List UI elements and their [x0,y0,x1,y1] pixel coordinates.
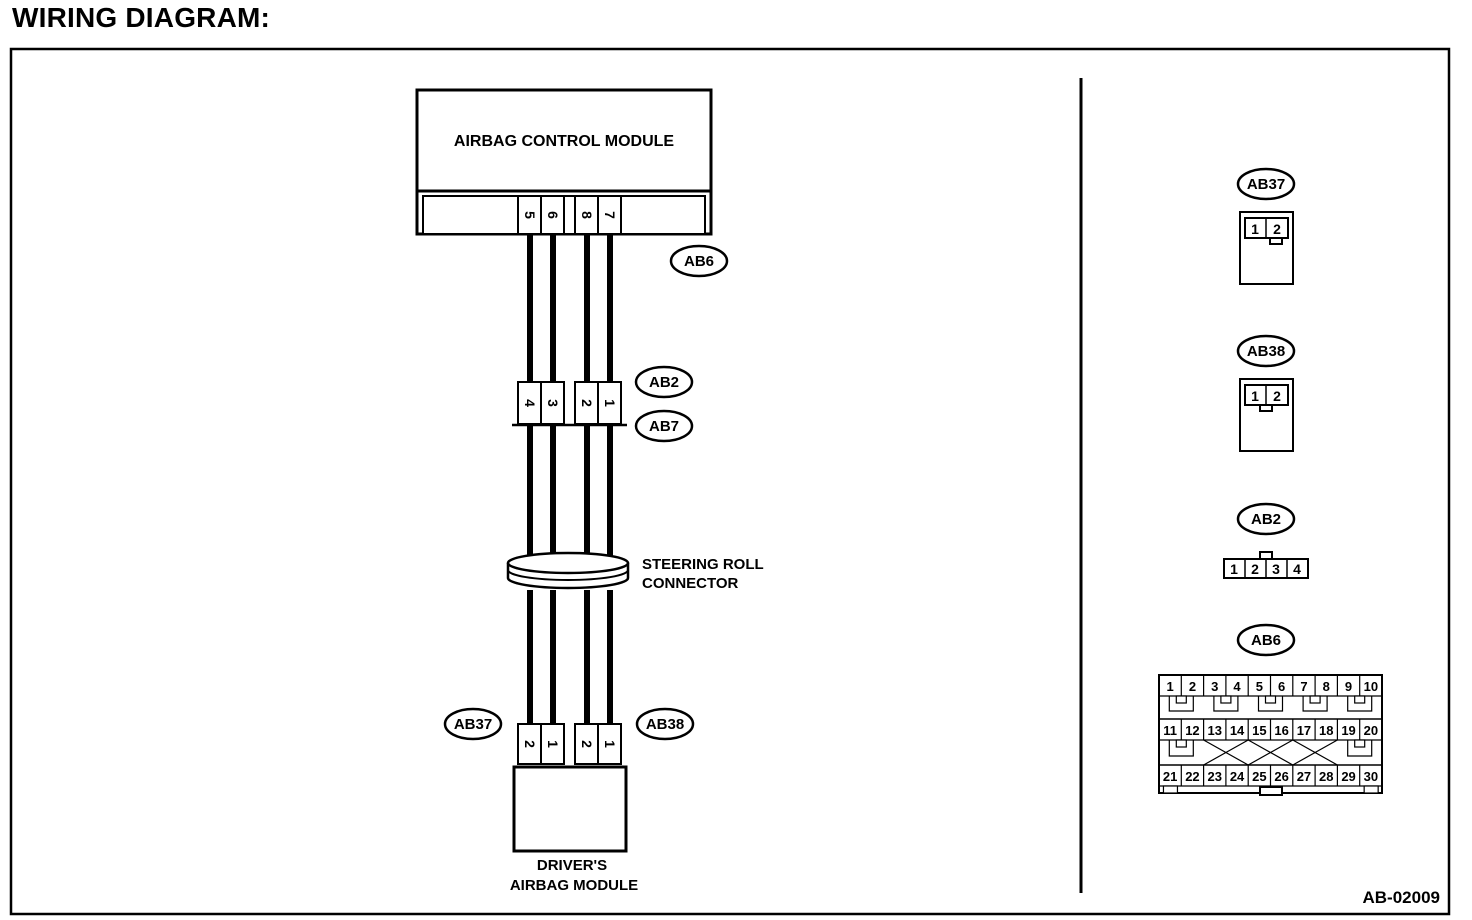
ab6-view-pin: 20 [1364,723,1378,738]
ab6-pin-label: 7 [602,211,618,219]
ab2-connector-view: 1 2 3 4 [1223,551,1309,579]
ab6-pin-label: 8 [579,211,595,219]
ab2-view-label: AB2 [1251,511,1281,528]
page-title: WIRING DIAGRAM: [12,2,271,33]
ab6-view-pin: 21 [1163,769,1177,784]
ab2-view-tag [1236,502,1296,536]
steering-roll-label-line2: CONNECTOR [642,575,739,592]
ab6-view-pin: 26 [1274,769,1288,784]
ab38-tag [635,707,695,741]
ab6-view-pin: 12 [1185,723,1199,738]
diagram-frame [9,47,1451,916]
ab38-tag-label: AB38 [646,716,684,733]
ab6-view-pin: 1 [1167,679,1174,694]
ab38-pin-label: 1 [602,740,618,748]
ab37-tag-label: AB37 [454,716,492,733]
ab6-view-tag [1236,623,1296,657]
ab7-tag [634,409,694,443]
steering-roll-label-line1: STEERING ROLL [642,556,764,573]
ab37-pin-label: 2 [522,740,538,748]
ab6-view-pin: 23 [1208,769,1222,784]
ab6-pin-label: 5 [522,211,538,219]
ab38-view-label: AB38 [1247,343,1285,360]
ab2-ab7-connector: 4 3 2 1 [512,381,627,427]
ab6-view-pin: 16 [1274,723,1288,738]
ab7-tag-label: AB7 [649,418,679,435]
ab6-pin-label: 6 [545,211,561,219]
ab6-view-pin: 29 [1341,769,1355,784]
ab6-pin-group: 5 6 8 7 [517,195,622,235]
ab6-tag [669,244,729,278]
ab37-connector-view: 1 2 [1239,211,1294,285]
control-module-label: AIRBAG CONTROL MODULE [454,133,674,150]
ab6-view-pin: 6 [1278,679,1285,694]
ab2-pin-label: 4 [522,399,538,407]
ab6-view-pin: 13 [1208,723,1222,738]
reference-code: AB-02009 [1363,888,1441,907]
ab37-view-pin: 2 [1273,221,1281,237]
ab2-pin-label: 2 [579,399,595,407]
ab2-view-pin: 4 [1293,561,1301,577]
drivers-airbag-module [512,765,628,853]
ab6-view-pin: 19 [1341,723,1355,738]
ab38-connector-view: 1 2 [1239,378,1294,452]
ab37-view-tag [1236,167,1296,201]
ab37-pin-label: 1 [545,740,561,748]
ab37-view-pin: 1 [1251,221,1259,237]
ab38-view-pin: 2 [1273,388,1281,404]
ab37-tag [443,707,503,741]
driver-module-label-line1: DRIVER'S [537,857,607,874]
ab6-view-label: AB6 [1251,632,1281,649]
ab2-view-pin: 3 [1272,561,1280,577]
ab6-view-pin: 30 [1364,769,1378,784]
ab6-view-pin: 5 [1256,679,1263,694]
ab6-view-pin: 9 [1345,679,1352,694]
ab2-view-pin: 2 [1251,561,1259,577]
ab6-view-pin: 18 [1319,723,1333,738]
ab6-view-pin: 4 [1233,679,1241,694]
ab6-view-pin: 27 [1297,769,1311,784]
ab6-view-pin: 22 [1185,769,1199,784]
ab6-view-pin: 28 [1319,769,1333,784]
ab2-pin-label: 1 [602,399,618,407]
ab6-tag-label: AB6 [684,253,714,270]
ab6-view-pin: 11 [1163,723,1177,738]
ab6-view-pin: 17 [1297,723,1311,738]
ab6-view-pin: 15 [1252,723,1266,738]
ab38-pin-label: 2 [579,740,595,748]
ab38-connector: 2 1 [574,723,622,765]
ab2-pin-label: 3 [545,399,561,407]
ab38-view-pin: 1 [1251,388,1259,404]
ab2-view-pin: 1 [1230,561,1238,577]
steering-roll-connector [506,551,630,590]
ab2-tag-label: AB2 [649,374,679,391]
ab6-view-pin: 8 [1323,679,1330,694]
ab6-view-pin: 3 [1211,679,1218,694]
ab37-view-label: AB37 [1247,176,1285,193]
ab2-tag [634,365,694,399]
ab6-view-pin: 10 [1364,679,1378,694]
ab6-view-pin: 24 [1230,769,1245,784]
wire-bundle [527,234,613,724]
ab6-view-pin: 25 [1252,769,1266,784]
ab6-view-pin: 2 [1189,679,1196,694]
driver-module-label-line2: AIRBAG MODULE [510,877,638,894]
ab6-view-pin: 7 [1300,679,1307,694]
ab38-view-tag [1236,334,1296,368]
ab37-connector: 2 1 [517,723,565,765]
ab6-view-pin: 14 [1230,723,1245,738]
